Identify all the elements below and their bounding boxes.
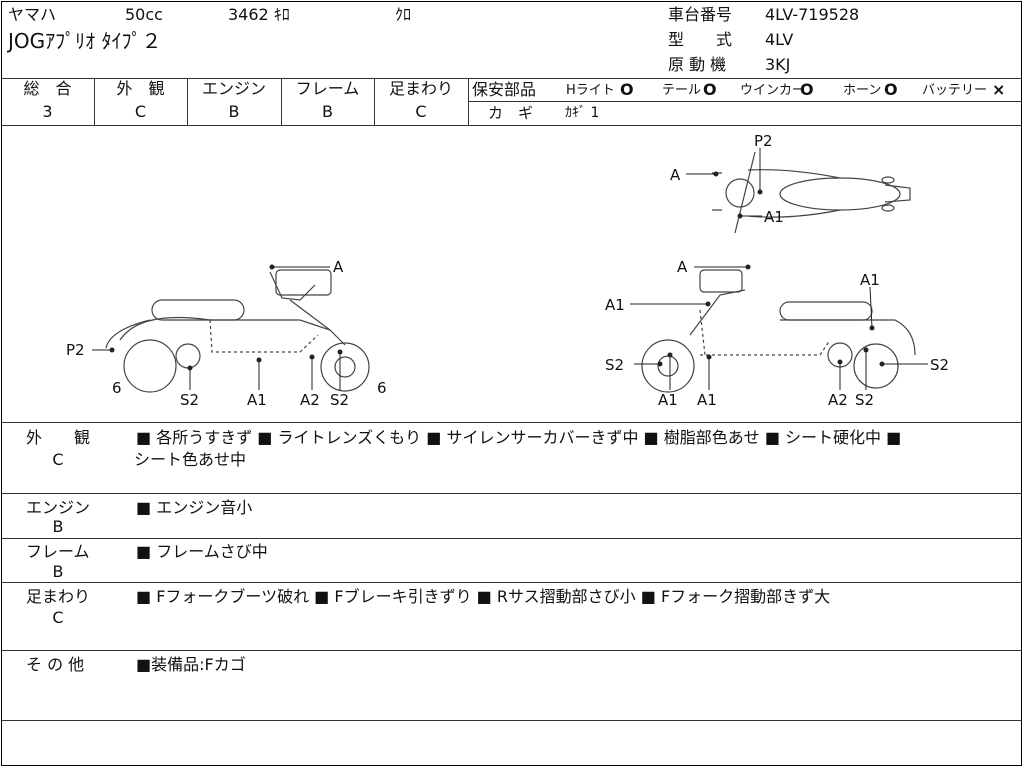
grade-frame-label: フレーム bbox=[295, 79, 360, 98]
grade-overall-value: 3 bbox=[42, 102, 53, 121]
label-right-a: A bbox=[677, 258, 688, 276]
key-value: ｶｷﾞ 1 bbox=[565, 105, 600, 121]
safety-mark-winker: O bbox=[800, 80, 814, 99]
label-left-s2b: S2 bbox=[330, 391, 349, 409]
label-right-a1d: A1 bbox=[697, 391, 717, 409]
label-left-s2a: S2 bbox=[180, 391, 199, 409]
remark-category-engine: エンジン bbox=[26, 498, 91, 517]
divider bbox=[187, 78, 188, 125]
remark-text-frame: ■ フレームさび中 bbox=[136, 542, 268, 561]
label-right-s2a: S2 bbox=[605, 356, 624, 374]
label-right-s2b: S2 bbox=[930, 356, 949, 374]
divider bbox=[1, 582, 1022, 583]
mileage: 3462 ｷﾛ bbox=[228, 5, 290, 24]
label-top-p2: P2 bbox=[754, 132, 773, 150]
remark-text-exterior: ■ 各所うすきず ■ ライトレンズくもり ■ サイレンサーカバーきず中 ■ 樹脂… bbox=[136, 428, 902, 447]
label-left-p2: P2 bbox=[66, 341, 85, 359]
label-right-a1b: A1 bbox=[860, 271, 880, 289]
remark-text-suspension: ■ Fフォークブーツ破れ ■ Fブレーキ引きずり ■ Rサス摺動部さび小 ■ F… bbox=[136, 587, 831, 606]
displacement: 50cc bbox=[125, 5, 163, 24]
key-label: カ ギ bbox=[488, 104, 534, 122]
safety-item-headlight: Hライト bbox=[566, 83, 615, 98]
model-name: JOGｱﾌﾟﾘｵ ﾀｲﾌﾟ２ bbox=[8, 29, 162, 53]
color: ｸﾛ bbox=[395, 5, 412, 24]
safety-item-battery: バッテリー bbox=[922, 83, 988, 98]
safety-mark-headlight: O bbox=[620, 80, 634, 99]
remark-grade-frame: B bbox=[52, 562, 64, 581]
remark-category-exterior: 外 観 bbox=[26, 428, 91, 447]
divider bbox=[468, 78, 469, 125]
frame-no-label: 車台番号 bbox=[668, 5, 733, 24]
label-top-a1: A1 bbox=[764, 208, 784, 226]
divider bbox=[468, 101, 1022, 102]
remark-category-other: そ の 他 bbox=[26, 655, 85, 674]
remark-category-frame: フレーム bbox=[26, 542, 90, 561]
grade-overall-label: 総 合 bbox=[23, 79, 72, 98]
divider bbox=[1, 720, 1022, 721]
remark-grade-suspension: C bbox=[52, 608, 64, 627]
label-left-a: A bbox=[333, 258, 344, 276]
safety-item-winker: ウインカー bbox=[740, 83, 806, 98]
type-label: 型 式 bbox=[668, 30, 733, 49]
maker: ヤマハ bbox=[8, 5, 57, 24]
frame-no: 4LV-719528 bbox=[765, 5, 860, 24]
divider bbox=[1, 422, 1022, 423]
safety-item-horn: ホーン bbox=[843, 83, 882, 98]
grade-engine-value: B bbox=[228, 102, 240, 121]
engine-model: 3KJ bbox=[765, 55, 791, 74]
safety-label: 保安部品 bbox=[472, 80, 537, 99]
grade-exterior-value: C bbox=[134, 102, 147, 121]
safety-mark-horn: O bbox=[884, 80, 898, 99]
label-right-a1a: A1 bbox=[605, 296, 625, 314]
label-right-a2: A2 bbox=[828, 391, 848, 409]
divider bbox=[1, 493, 1022, 494]
divider bbox=[1, 538, 1022, 539]
scooter-top-view bbox=[712, 151, 911, 234]
grade-suspension-value: C bbox=[415, 102, 427, 121]
remark-grade-exterior: C bbox=[52, 450, 64, 469]
label-right-a1c: A1 bbox=[658, 391, 678, 409]
label-left-a1: A1 bbox=[247, 391, 267, 409]
divider bbox=[374, 78, 375, 125]
safety-mark-battery: × bbox=[992, 80, 1006, 99]
divider bbox=[281, 78, 282, 125]
grade-exterior-label: 外 観 bbox=[116, 79, 165, 98]
engine-model-label: 原 動 機 bbox=[668, 55, 727, 74]
label-right-s2c: S2 bbox=[855, 391, 874, 409]
divider bbox=[94, 78, 95, 125]
grade-frame-value: B bbox=[322, 102, 333, 121]
divider bbox=[1, 78, 1022, 79]
safety-item-tail: テール bbox=[662, 83, 702, 98]
divider bbox=[1, 650, 1022, 651]
label-top-a: A bbox=[670, 166, 681, 184]
divider bbox=[1, 125, 1022, 126]
grade-engine-label: エンジン bbox=[201, 79, 266, 98]
remark-grade-engine: B bbox=[52, 517, 64, 536]
remark-text-exterior-2: シート色あせ中 bbox=[134, 450, 247, 469]
remark-text-other: ■装備品:Fカゴ bbox=[136, 655, 246, 674]
remark-text-engine: ■ エンジン音小 bbox=[136, 498, 253, 517]
label-left-a2: A2 bbox=[300, 391, 320, 409]
label-left-6b: 6 bbox=[377, 379, 387, 397]
scooter-left-view bbox=[105, 269, 370, 393]
label-left-6a: 6 bbox=[112, 379, 122, 397]
type-value: 4LV bbox=[765, 30, 794, 49]
safety-mark-tail: O bbox=[703, 80, 717, 99]
scooter-right-view bbox=[641, 269, 916, 393]
grade-suspension-label: 足まわり bbox=[388, 79, 453, 98]
remark-category-suspension: 足まわり bbox=[26, 587, 91, 606]
